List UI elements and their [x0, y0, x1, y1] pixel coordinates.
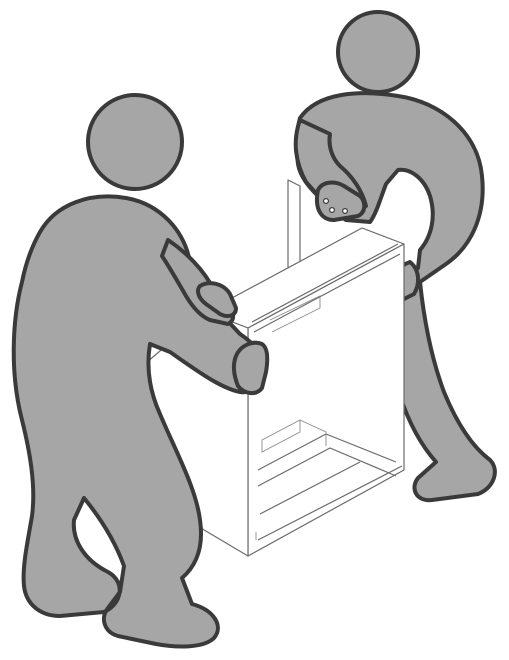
front-person-lower-hand: [234, 343, 267, 393]
back-person-knuckle-1: [324, 199, 329, 204]
front-person-head: [88, 95, 182, 189]
back-person-knuckle-3: [343, 209, 348, 214]
back-person-knuckle-2: [330, 208, 335, 213]
front-person-figure: [14, 95, 267, 646]
back-person-head: [338, 12, 418, 92]
